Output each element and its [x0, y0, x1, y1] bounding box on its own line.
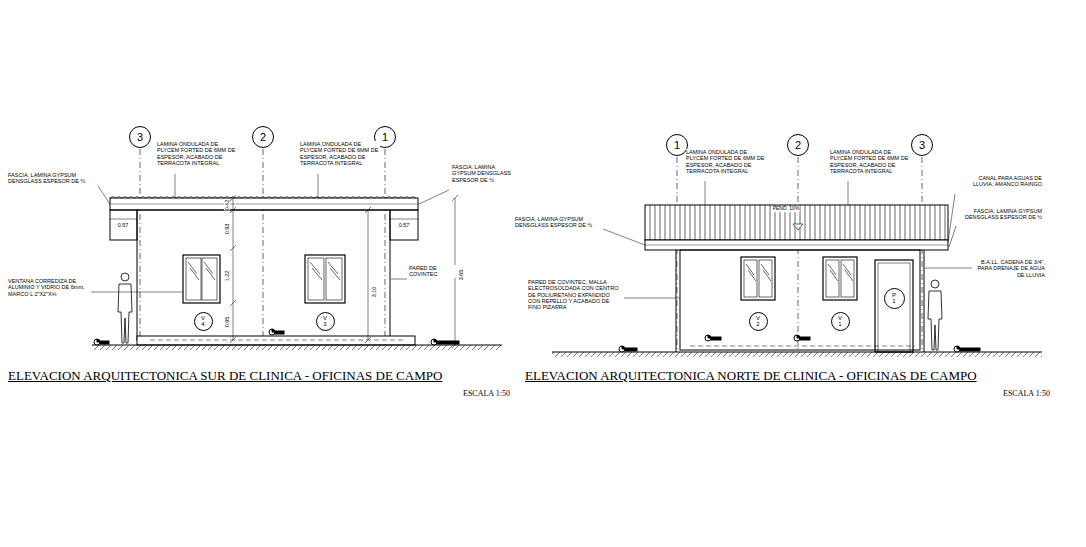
- dimension-text: 0.57: [399, 222, 410, 228]
- grid-bubble: 2: [252, 126, 274, 148]
- window-tag-text: V 4: [200, 315, 207, 328]
- callout-note: PARED DE COVINTEC: [409, 265, 457, 278]
- drawing-title: ELEVACION ARQUITECTONICA NORTE DE CLINIC…: [525, 369, 977, 384]
- callout-note: LAMINA ONDULADA DE PLYCEM FORTED DE 6MM …: [686, 149, 766, 174]
- door-tag: P 1: [884, 288, 905, 309]
- callout-note: LAMINA ONDULADA DE PLYCEM FORTED DE 6MM …: [157, 141, 237, 166]
- scale-note: ESCALA 1:50: [1003, 389, 1050, 398]
- grid-bubble: 3: [911, 134, 933, 156]
- grid-bubble: 3: [129, 126, 151, 148]
- grid-bubble-text: 2: [260, 132, 266, 143]
- window-tag: V 4: [194, 312, 213, 331]
- dimension-text: 3.10: [371, 287, 377, 298]
- callout-note: B.A.LL. CADENA DE 3/4", PARA DRENAJE DE …: [975, 259, 1045, 278]
- grid-bubble: 2: [787, 134, 809, 156]
- grid-bubble-text: 1: [674, 140, 680, 151]
- grid-bubble: 1: [666, 134, 688, 156]
- grid-bubble-text: 2: [795, 140, 801, 151]
- callout-note: CANAL PARA AGUAS DE LLUVIA, AMANCO RAING…: [960, 175, 1042, 188]
- dimension-text: 0.42: [224, 200, 230, 211]
- callout-note: FASCIA, LAMINA GYPSUM DENSGLASS ESPESOR …: [515, 216, 603, 229]
- callout-note: PEND. 10%: [773, 206, 800, 212]
- callout-note: PARED DE COVINTEC, MALLA ELECTROSOLDADA …: [528, 279, 623, 311]
- window-tag-text: V 2: [755, 315, 762, 328]
- dimension-text: 0.57: [118, 222, 129, 228]
- scale-note: ESCALA 1:50: [463, 389, 510, 398]
- callout-note: LAMINA ONDULADA DE PLYCEM FORTED DE 6MM …: [830, 149, 910, 174]
- window-tag-text: V 3: [322, 315, 329, 328]
- callout-note: FASCIA, LAMINA GYPSUM DENSGLASS ESPESOR …: [960, 208, 1042, 221]
- dimension-text: 3.65: [458, 270, 464, 281]
- south-elevation: [91, 149, 502, 350]
- north-elevation: [552, 157, 1042, 357]
- window-tag: V 3: [316, 312, 335, 331]
- drawing-title: ELEVACION ARQUITECTONICA SUR DE CLINICA …: [8, 369, 442, 384]
- grid-bubble-text: 3: [919, 140, 925, 151]
- grid-bubble-text: 1: [382, 132, 388, 143]
- dimension-text: 0.93: [224, 224, 230, 235]
- callout-note: FASCIA, LAMINA GYPSUM DENSGLASS ESPESOR …: [452, 164, 514, 183]
- window-tag: V 2: [749, 312, 768, 331]
- grid-bubble-text: 3: [137, 132, 143, 143]
- window-tag-text: V 1: [837, 315, 844, 328]
- dimension-text: 1.22: [224, 271, 230, 282]
- door-tag-text: P 1: [891, 292, 898, 305]
- dimension-text: 0.95: [224, 317, 230, 328]
- callout-note: VENTANA CORREDIZA DE ALUMINIO Y VIDRIO D…: [8, 278, 90, 297]
- callout-note: LAMINA ONDULADA DE PLYCEM FORTED DE 6MM …: [300, 141, 380, 166]
- callout-note: FASCIA, LAMINA GYPSUM DENSGLASS ESPESOR …: [8, 172, 98, 185]
- window-tag: V 1: [831, 312, 850, 331]
